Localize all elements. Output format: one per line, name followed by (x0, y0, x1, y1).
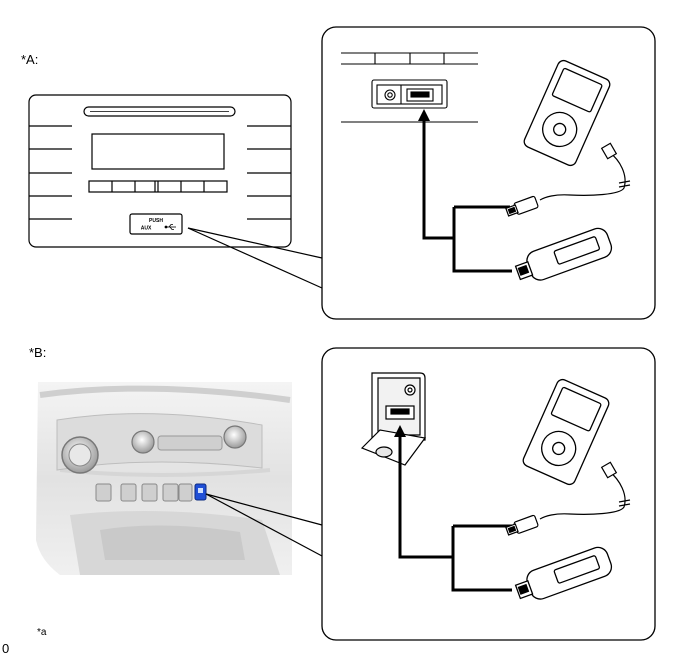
usb-port-cover (360, 372, 427, 466)
portable-music-player-icon (523, 59, 611, 167)
usb-cable-a (539, 142, 631, 201)
panel-detail-a (341, 52, 478, 123)
push-label: PUSH (149, 218, 163, 224)
inset-panel-a (321, 26, 656, 320)
usb-port-slot (198, 488, 203, 493)
connection-lines-b (398, 432, 512, 592)
usb-cable-b (539, 461, 631, 520)
usb-flash-drive-icon-b (514, 546, 613, 600)
usb-plug-icon (505, 195, 539, 217)
connection-lines-a (422, 116, 512, 273)
figure-label-a: *A: (21, 52, 39, 67)
usb-plug-icon-b (505, 514, 539, 536)
usb-flash-drive-icon (514, 227, 613, 281)
usb-icon (164, 224, 176, 230)
figure-label-b: *B: (29, 345, 47, 360)
leader-lines-b (205, 493, 323, 557)
radio-head-unit (28, 94, 292, 248)
arrowhead-a (418, 109, 430, 121)
aux-label: AUX (141, 226, 152, 232)
leader-lines-a (187, 227, 323, 289)
arrowhead-b (394, 425, 406, 437)
console-photo (36, 382, 292, 575)
portable-music-player-icon-b (522, 378, 610, 486)
corner-marker: 0 (2, 641, 10, 656)
callout-label-a: *a (37, 627, 47, 638)
